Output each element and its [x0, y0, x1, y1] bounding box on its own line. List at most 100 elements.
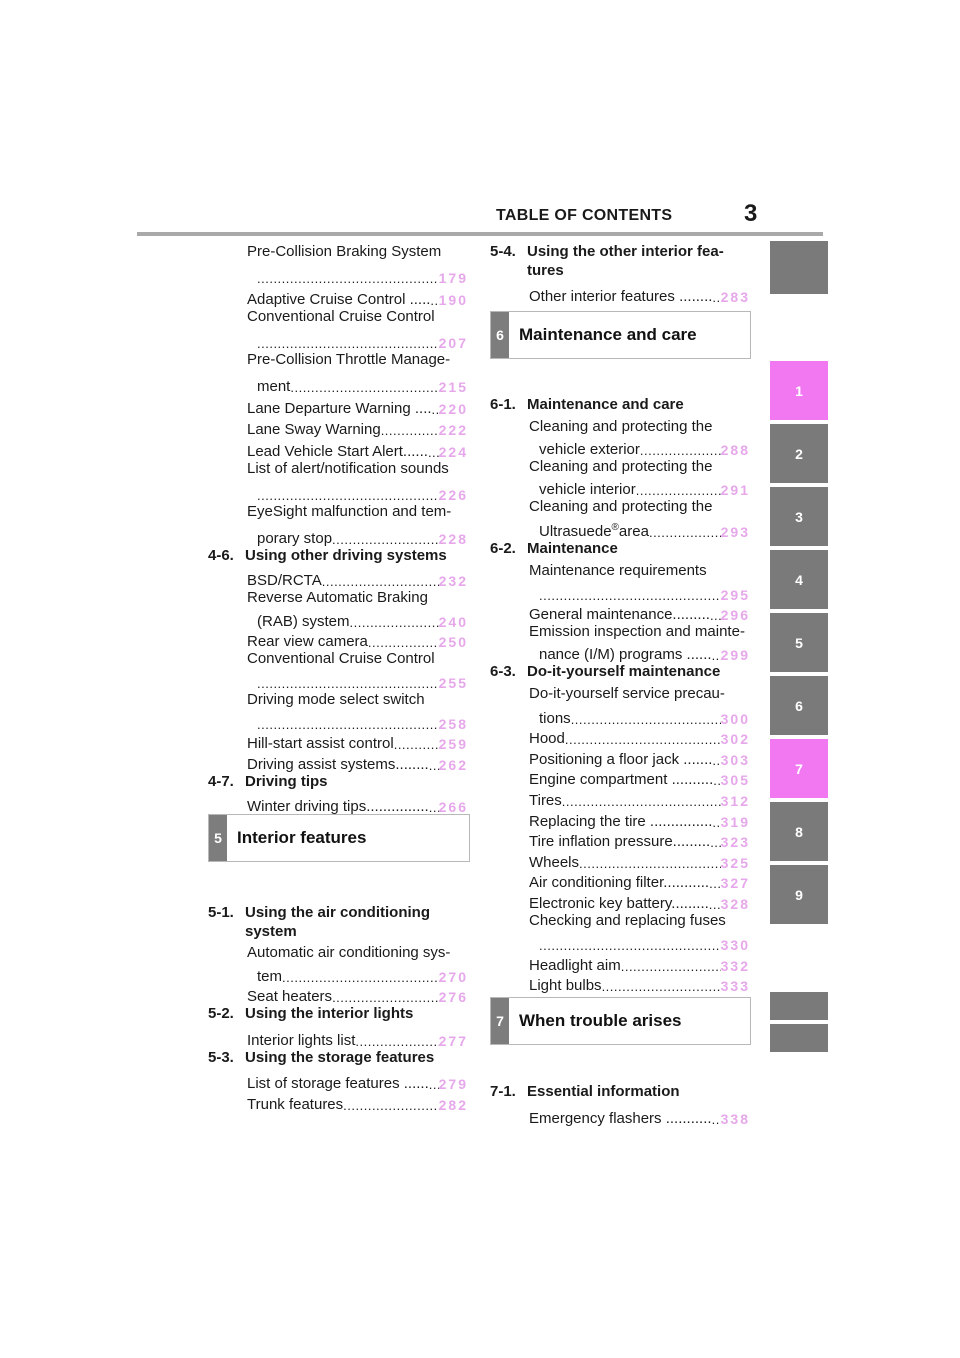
section-box-7[interactable]: 7 When trouble arises — [490, 997, 751, 1045]
toc-entry[interactable]: 207 — [257, 330, 468, 351]
side-tab-5[interactable]: 5 — [770, 613, 828, 672]
side-tab-2[interactable]: 2 — [770, 424, 828, 483]
side-tab-9[interactable]: 9 — [770, 865, 828, 924]
toc-entry[interactable]: BSD/RCTA232 — [247, 569, 468, 589]
toc-entry[interactable]: Winter driving tips...............266 — [247, 794, 468, 815]
side-tab-bottom-b[interactable] — [770, 1024, 828, 1052]
side-tab-7[interactable]: 7 — [770, 739, 828, 798]
page-number-link: 323 — [720, 834, 750, 851]
entry-line: Conventional Cruise Control — [247, 650, 435, 668]
dot-leader — [712, 1112, 721, 1127]
toc-entry[interactable]: nance (I/M) programs ......299 — [539, 643, 750, 663]
page-number-link: 300 — [720, 710, 750, 727]
toc-entry[interactable]: Air conditioning filter...........327 — [529, 871, 750, 891]
dot-leader — [429, 800, 439, 815]
toc-entry[interactable]: List of storage features ......279 — [247, 1071, 468, 1092]
entry-title: List of storage features ...... — [247, 1075, 429, 1093]
toc-entry[interactable]: Electronic key battery.........328 — [529, 891, 750, 912]
section-heading-6-2: 6-2. Maintenance — [490, 540, 618, 557]
toc-entry[interactable]: Driving assist systems........262 — [247, 752, 468, 773]
toc-entry[interactable]: tions300 — [539, 706, 750, 727]
page-number-link: 228 — [438, 530, 468, 547]
toc-entry[interactable]: Wheels325 — [529, 850, 750, 871]
dot-leader — [322, 574, 439, 589]
toc-entry[interactable]: Adaptive Cruise Control .....190 — [247, 286, 468, 308]
toc-entry[interactable]: Other interior features ........283 — [529, 283, 750, 305]
side-tab-top[interactable] — [770, 241, 828, 294]
toc-entry[interactable]: (RAB) system240 — [257, 609, 468, 630]
entry-title: Hood — [529, 730, 565, 748]
toc-entry[interactable]: Interior lights list277 — [247, 1027, 468, 1049]
toc-entry[interactable]: tem270 — [257, 964, 468, 985]
toc-entry[interactable]: General maintenance.........296 — [529, 603, 750, 623]
page-number-link: 333 — [720, 978, 750, 995]
section-heading-6-1: 6-1. Maintenance and care — [490, 396, 684, 413]
toc-entry-ultrasuede[interactable]: Ultrasuede®area 293 — [539, 518, 750, 540]
header-page-number: 3 — [744, 200, 758, 227]
toc-entry[interactable]: Headlight aim332 — [529, 953, 750, 974]
toc-entry[interactable]: ment215 — [257, 373, 468, 395]
entry-group-4-6: BSD/RCTA232Reverse Automatic Braking(RAB… — [208, 569, 468, 773]
dot-leader — [257, 271, 439, 286]
toc-entry[interactable]: 295 — [539, 582, 750, 603]
toc-entry[interactable]: Engine compartment ..........305 — [529, 768, 750, 788]
dot-leader — [343, 1098, 438, 1113]
dot-leader — [710, 835, 720, 850]
section-heading-7-1: 7-1. Essential information — [490, 1083, 680, 1101]
toc-entry[interactable]: Light bulbs 333 — [529, 974, 750, 995]
toc-entry[interactable]: Lane Departure Warning ....220 — [247, 395, 468, 417]
toc-entry[interactable]: vehicle interior291 — [539, 478, 750, 498]
toc-entry[interactable]: Emergency flashers ...........338 — [529, 1105, 750, 1127]
page-number-link: 288 — [720, 442, 750, 458]
toc-entry[interactable]: vehicle exterior 288 — [539, 438, 750, 458]
dot-leader — [712, 648, 721, 663]
entry-title: vehicle exterior — [539, 441, 640, 458]
side-tab-bottom-a[interactable] — [770, 992, 828, 1020]
dot-leader — [621, 959, 721, 974]
header-rule — [137, 232, 823, 236]
entry-title: Light bulbs — [529, 977, 602, 995]
dot-leader — [429, 758, 439, 773]
toc-entry[interactable]: Hill-start assist control259 — [247, 732, 468, 752]
entry-line: Emission inspection and mainte- — [529, 622, 745, 640]
section-heading-5-2: 5-2. Using the interior lights — [208, 1005, 414, 1023]
toc-entry[interactable]: Tires312 — [529, 788, 750, 809]
entry-title: Adaptive Cruise Control ..... — [247, 291, 431, 309]
side-tab-4[interactable]: 4 — [770, 550, 828, 609]
toc-entry[interactable]: 179 — [257, 265, 468, 286]
toc-entry[interactable]: 226 — [257, 482, 468, 503]
page-number-link: 338 — [720, 1111, 750, 1128]
toc-entry[interactable]: Seat heaters276 — [247, 985, 468, 1005]
section-heading-5-4-cont: tures — [527, 262, 564, 279]
side-tab-3[interactable]: 3 — [770, 487, 828, 546]
toc-entry[interactable]: Replacing the tire ...............319 — [529, 809, 750, 830]
side-tab-6[interactable]: 6 — [770, 676, 828, 735]
toc-entry[interactable]: Lead Vehicle Start Alert......224 — [247, 438, 468, 460]
section-box-5[interactable]: 5 Interior features — [208, 814, 470, 862]
dot-leader — [257, 717, 439, 732]
entry-title: Lane Sway Warning — [247, 421, 381, 439]
entry-title: Driving assist systems........ — [247, 755, 429, 773]
side-tab-1[interactable]: 1 — [770, 361, 828, 420]
dot-leader — [432, 402, 439, 417]
toc-entry[interactable]: 258 — [257, 711, 468, 732]
dot-leader — [430, 293, 438, 308]
entry-title: ment — [257, 377, 291, 395]
toc-entry[interactable]: Tire inflation pressure.........323 — [529, 830, 750, 851]
section-heading-5-1-cont: system — [245, 922, 297, 940]
section-heading-4-7: 4-7. Driving tips — [208, 772, 328, 790]
toc-entry[interactable]: Rear view camera250 — [247, 630, 468, 650]
toc-entry[interactable]: 255 — [257, 671, 468, 691]
side-tab-8[interactable]: 8 — [770, 802, 828, 861]
toc-entry[interactable]: 330 — [539, 933, 750, 953]
toc-entry[interactable]: porary stop228 — [257, 525, 468, 547]
entry-line: Do-it-yourself service precau- — [529, 685, 725, 703]
entry-line: Cleaning and protecting the — [529, 418, 713, 435]
toc-entry[interactable]: Trunk features282 — [247, 1092, 468, 1113]
toc-entry[interactable]: Hood302 — [529, 727, 750, 748]
toc-entry[interactable]: Positioning a floor jack .......303 — [529, 747, 750, 768]
entry-title: Electronic key battery......... — [529, 895, 709, 913]
section-box-6[interactable]: 6 Maintenance and care — [490, 311, 751, 359]
entry-line: Pre-Collision Braking System — [247, 243, 442, 260]
toc-entry[interactable]: Lane Sway Warning222 — [247, 417, 468, 439]
